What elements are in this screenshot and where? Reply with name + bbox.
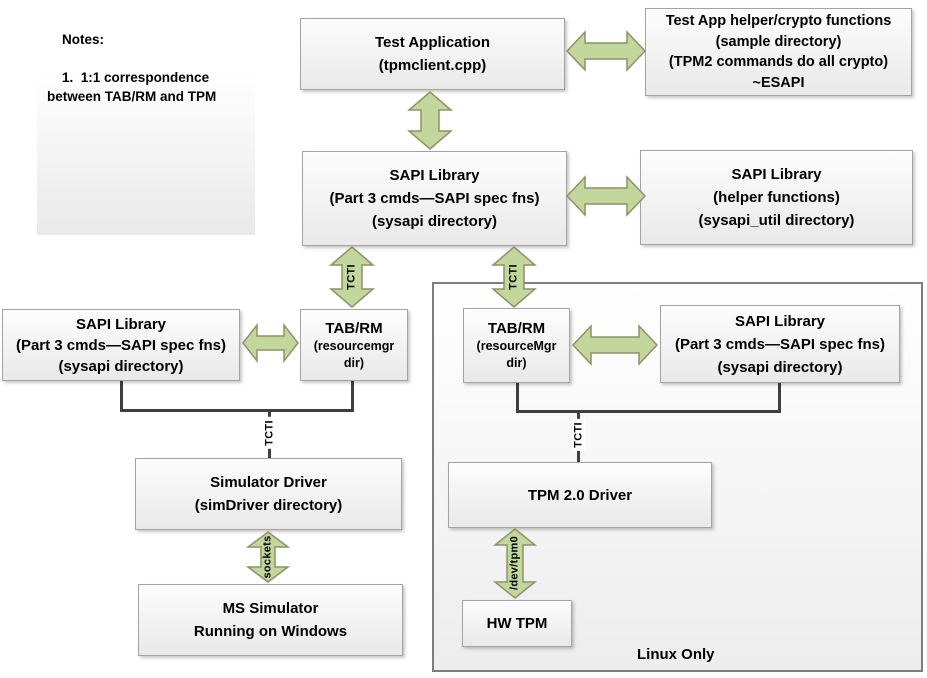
- node-text: SAPI Library: [731, 166, 822, 183]
- node-test-application: Test Application (tpmclient.cpp): [300, 18, 565, 90]
- node-text: (resourceMgr: [476, 339, 557, 353]
- node-text: MS Simulator: [222, 600, 319, 617]
- connector-bracket-right: [516, 383, 781, 413]
- notes-box: Notes: 1. 1:1 correspondence between TAB…: [37, 5, 255, 235]
- tcti-label-bottom-right: TCTI: [572, 419, 586, 451]
- notes-title: Notes:: [62, 32, 105, 47]
- node-text: HW TPM: [486, 615, 548, 632]
- arrow-sapi-helper-icon: [565, 175, 647, 217]
- arrow-sockets-icon: [245, 531, 291, 583]
- node-tab-rm-right: TAB/RM (resourceMgr dir): [463, 308, 570, 383]
- node-text: (sysapi directory): [717, 358, 843, 376]
- node-text: dir): [506, 356, 527, 370]
- node-text: (tpmclient.cpp): [378, 57, 487, 74]
- node-ms-simulator: MS Simulator Running on Windows: [138, 584, 403, 656]
- linux-only-label: Linux Only: [637, 646, 715, 663]
- node-text: (sysapi_util directory): [698, 212, 855, 229]
- connector-bracket-left: [120, 381, 354, 412]
- arrow-tabrm-sapiright-icon: [571, 324, 659, 366]
- node-simulator-driver: Simulator Driver (simDriver directory): [135, 458, 402, 530]
- node-sapi-library-main: SAPI Library (Part 3 cmds—SAPI spec fns)…: [302, 151, 567, 246]
- node-text: (sample directory): [715, 33, 842, 50]
- node-text: (Part 3 cmds—SAPI spec fns): [329, 190, 540, 207]
- node-sapi-library-right: SAPI Library (Part 3 cmds—SAPI spec fns)…: [660, 305, 900, 383]
- arrow-sapileft-tabrm-icon: [242, 322, 299, 364]
- node-text: (TPM2 commands do all crypto): [668, 54, 889, 70]
- dev-tpm0-label: /dev/tpm0: [508, 535, 521, 591]
- tcti-label-top-left: TCTI: [345, 264, 358, 290]
- node-text: Simulator Driver: [210, 474, 327, 491]
- node-text: (sysapi directory): [371, 213, 498, 230]
- node-text: TAB/RM: [487, 320, 546, 337]
- node-text: (Part 3 cmds—SAPI spec fns): [674, 335, 886, 353]
- arrow-tcti-left-icon: [328, 246, 376, 308]
- sockets-label: sockets: [261, 535, 274, 579]
- arrow-tcti-right-icon: [490, 246, 538, 308]
- notes-body: 1. 1:1 correspondence between TAB/RM and…: [47, 70, 217, 104]
- node-text: TPM 2.0 Driver: [527, 486, 633, 504]
- node-sapi-library-left: SAPI Library (Part 3 cmds—SAPI spec fns)…: [2, 309, 240, 381]
- node-tpm-2-0-driver: TPM 2.0 Driver: [448, 462, 712, 528]
- arrow-devtpm0-icon: [492, 528, 538, 599]
- node-text: (helper functions): [713, 189, 840, 206]
- tcti-label-top-right: TCTI: [507, 264, 520, 290]
- node-text: Test Application: [374, 34, 490, 51]
- tcti-label-bottom-left: TCTI: [263, 417, 277, 449]
- node-text: TAB/RM: [325, 319, 383, 337]
- node-text: (simDriver directory): [194, 497, 343, 514]
- node-text: ~ESAPI: [752, 74, 805, 91]
- node-text: SAPI Library: [389, 167, 480, 184]
- node-tab-rm-left: TAB/RM (resourcemgr dir): [300, 309, 408, 381]
- node-text: SAPI Library: [75, 315, 167, 333]
- node-text: (Part 3 cmds—SAPI spec fns): [15, 336, 227, 354]
- node-text: dir): [343, 355, 365, 370]
- node-text: Running on Windows: [193, 623, 348, 640]
- node-test-app-helper-crypto: Test App helper/crypto functions (sample…: [645, 8, 912, 96]
- arrow-testapp-helper-icon: [565, 30, 647, 72]
- node-text: SAPI Library: [734, 312, 826, 330]
- node-text: (sysapi directory): [58, 357, 184, 375]
- node-text: Test App helper/crypto functions: [665, 13, 892, 29]
- arrow-testapp-sapi-icon: [406, 91, 454, 150]
- node-text: (resourcemgr: [313, 338, 395, 353]
- node-hw-tpm: HW TPM: [462, 600, 572, 647]
- node-sapi-library-helper: SAPI Library (helper functions) (sysapi_…: [640, 150, 913, 245]
